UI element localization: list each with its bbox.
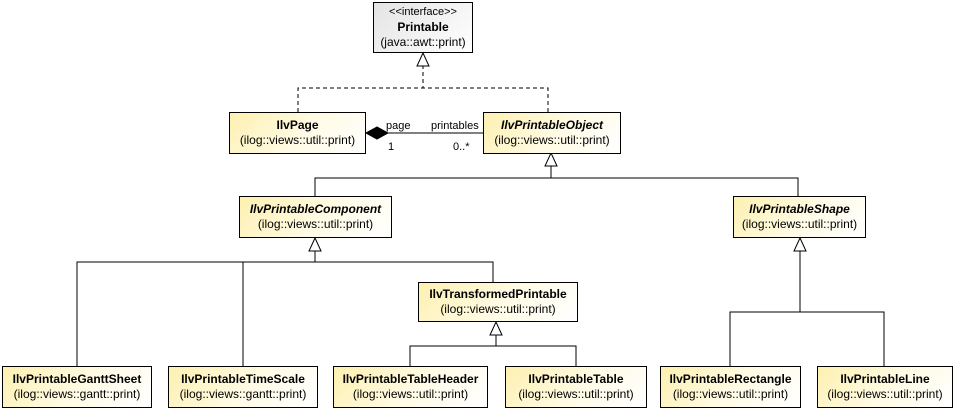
- interface-stereotype: <<interface>>: [389, 6, 457, 18]
- generalization-arrowhead-printable-object: [544, 151, 558, 167]
- class-name: IlvPrintableTable: [528, 372, 624, 386]
- class-name: IlvTransformedPrintable: [429, 287, 567, 301]
- class-name: IlvPage: [276, 118, 319, 132]
- class-ilvprintablerectangle[interactable]: IlvPrintableRectangle (ilog::views::util…: [660, 366, 801, 408]
- class-name: IlvPrintableLine: [840, 372, 930, 386]
- class-name: IlvPrintableComponent: [249, 202, 382, 216]
- class-ilvprintabletimescale[interactable]: IlvPrintableTimeScale (ilog::views::gant…: [168, 366, 318, 408]
- interface-name: Printable: [397, 20, 449, 34]
- generalization-to-printable-component: [76, 251, 494, 366]
- composition-diamond: [364, 126, 390, 140]
- generalization-arrowhead-transformed-printable: [489, 320, 503, 336]
- class-package: (ilog::views::gantt::print): [179, 387, 307, 401]
- realization-page-printable: [297, 66, 549, 112]
- class-ilvtransformedprintable[interactable]: IlvTransformedPrintable (ilog::views::ut…: [418, 282, 578, 322]
- class-package: (ilog::views::util::print): [672, 387, 789, 401]
- class-ilvprintablecomponent[interactable]: IlvPrintableComponent (ilog::views::util…: [239, 196, 392, 238]
- class-package: (ilog::views::util::print): [440, 302, 556, 316]
- association-role-page: page: [386, 120, 411, 132]
- association-multiplicity-page: 1: [388, 141, 395, 153]
- class-name: IlvPrintableObject: [500, 118, 604, 132]
- class-package: (ilog::views::util::print): [741, 217, 858, 231]
- class-ilvprintableshape[interactable]: IlvPrintableShape (ilog::views::util::pr…: [733, 196, 866, 238]
- generalization-arrowhead-printable-component: [308, 236, 322, 252]
- generalization-to-printable-shape: [729, 251, 885, 366]
- class-ilvprintabletableheader[interactable]: IlvPrintableTableHeader (ilog::views::ut…: [333, 366, 488, 408]
- class-package: (ilog::views::util::print): [352, 387, 469, 401]
- class-ilvprintableganttsheet[interactable]: IlvPrintableGanttSheet (ilog::views::gan…: [2, 366, 152, 408]
- interface-printable[interactable]: <<interface>> Printable (java::awt::prin…: [373, 2, 473, 53]
- class-name: IlvPrintableShape: [749, 202, 850, 216]
- generalization-arrowhead-printable-shape: [793, 236, 807, 252]
- class-package: (ilog::views::util::print): [827, 387, 943, 401]
- class-name: IlvPrintableRectangle: [669, 372, 792, 386]
- generalization-to-transformed-printable: [409, 335, 577, 366]
- class-ilvprintableobject[interactable]: IlvPrintableObject (ilog::views::util::p…: [483, 112, 621, 154]
- realization-arrowhead: [416, 51, 430, 67]
- class-package: (ilog::views::util::print): [494, 133, 610, 147]
- class-ilvprintableline[interactable]: IlvPrintableLine (ilog::views::util::pri…: [817, 366, 953, 408]
- class-package: (ilog::views::util::print): [518, 387, 634, 401]
- association-multiplicity-printables: 0..*: [453, 141, 470, 153]
- class-package: (ilog::views::util::print): [257, 217, 374, 231]
- generalization-to-printable-object: [314, 166, 799, 196]
- interface-package: (java::awt::print): [380, 35, 466, 49]
- class-ilvprintabletable[interactable]: IlvPrintableTable (ilog::views::util::pr…: [505, 366, 647, 408]
- class-name: IlvPrintableGanttSheet: [12, 372, 142, 386]
- association-role-printables: printables: [431, 120, 479, 132]
- class-package: (ilog::views::gantt::print): [13, 387, 141, 401]
- class-name: IlvPrintableTimeScale: [181, 372, 305, 386]
- class-name: IlvPrintableTableHeader: [342, 372, 479, 386]
- class-package: (ilog::views::util::print): [239, 133, 356, 147]
- class-ilvpage[interactable]: IlvPage (ilog::views::util::print): [229, 112, 366, 154]
